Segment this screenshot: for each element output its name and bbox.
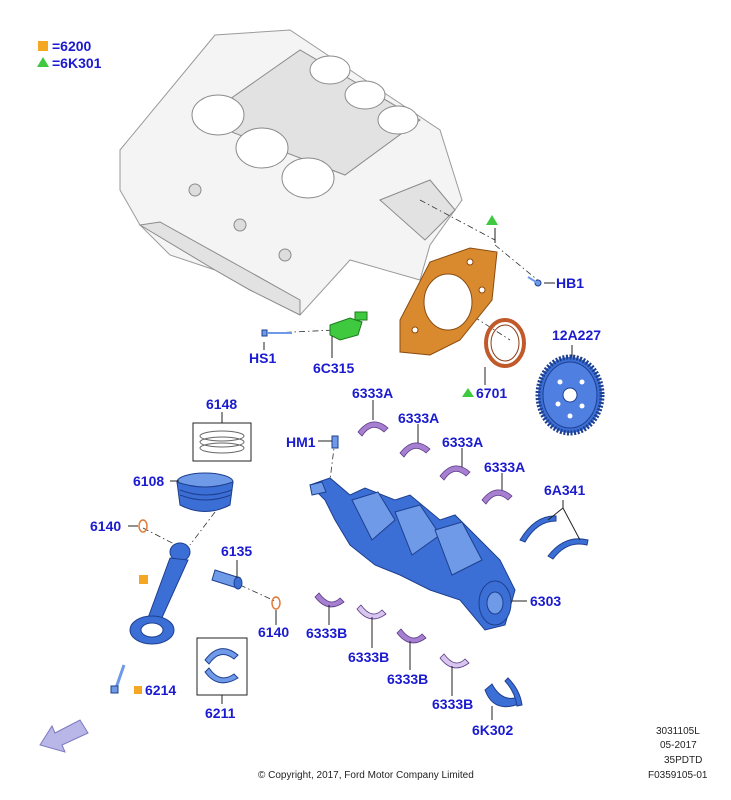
align-line-hs1 [271,329,336,334]
rear-seal [484,318,526,368]
rod-bolt [110,664,126,694]
leader-lines [128,228,581,720]
square-marker-rod [139,575,148,584]
label-rod-bolt: 6214 [145,682,176,698]
label-rear-seal: 6701 [476,385,507,401]
align-line-hb1 [494,244,541,283]
main-bearings-upper [357,421,513,505]
label-bearing-a4: 6333A [484,459,525,475]
footer: © Copyright, 2017, Ford Motor Company Li… [258,726,708,781]
align-line-block-cover [419,199,496,241]
label-hb1: HB1 [556,275,584,291]
label-clip-right: 6140 [258,624,289,640]
part-markers [134,215,498,694]
label-pin: 6135 [221,543,252,559]
engine-block [119,29,463,316]
label-bearing-a2: 6333A [398,410,439,426]
label-hs1: HS1 [249,350,276,366]
piston-rings-box [192,422,252,462]
label-bearing-b1: 6333B [306,625,347,641]
label-bearing-b3: 6333B [387,671,428,687]
label-hm1: HM1 [286,434,316,450]
illustration-code: 3031105L [656,726,700,737]
legend: =6200 =6K301 [37,38,102,71]
legend-triangle-code: =6K301 [52,55,102,71]
main-bearings-lower [314,592,470,669]
part-labels: HB1 HS1 6C315 12A227 6701 6333A 6333A 63… [90,275,601,738]
label-flexplate: 12A227 [552,327,601,343]
square-marker-bolt [134,686,142,694]
figure-code: F0359105-01 [648,770,708,781]
rod-bearing-box [196,637,248,696]
thrust-washers [519,515,589,560]
crankshaft [309,477,516,631]
align-line-piston-rod [189,511,216,546]
label-bearing-a3: 6333A [442,434,483,450]
hm1-dowel [331,435,339,449]
hb1-bolt [527,276,542,287]
flexplate [535,354,605,436]
label-bearing-a1: 6333A [352,385,393,401]
piston [176,472,234,512]
label-thrust: 6A341 [544,482,585,498]
align-line-clip-right [239,584,276,602]
front-direction-arrow-icon [39,719,89,753]
label-bearing-b2: 6333B [348,649,389,665]
sensor-part [329,311,368,341]
illustration-date: 05-2017 [660,740,697,751]
label-sensor: 6C315 [313,360,354,376]
lower-thrust-washer [484,677,523,708]
piston-pin-clips [138,519,281,610]
label-rod-bearing: 6211 [205,705,236,721]
copyright-text: © Copyright, 2017, Ford Motor Company Li… [258,770,474,781]
legend-square-code: =6200 [52,38,92,54]
hs1-bolt [261,329,292,337]
label-piston: 6108 [133,473,164,489]
legend-triangle-icon [37,57,49,67]
label-bearing-b4: 6333B [432,696,473,712]
wrist-pin [211,569,243,590]
legend-square-icon [38,41,48,51]
label-clip-left: 6140 [90,518,121,534]
triangle-marker-cover [486,215,498,225]
program-code: 35PDTD [664,755,702,766]
triangle-marker-seal [462,388,474,397]
label-rings: 6148 [206,396,237,412]
label-thrust-lower: 6K302 [472,722,513,738]
rear-seal-carrier [399,247,498,356]
label-crank: 6303 [530,593,561,609]
connecting-rod [129,542,191,645]
